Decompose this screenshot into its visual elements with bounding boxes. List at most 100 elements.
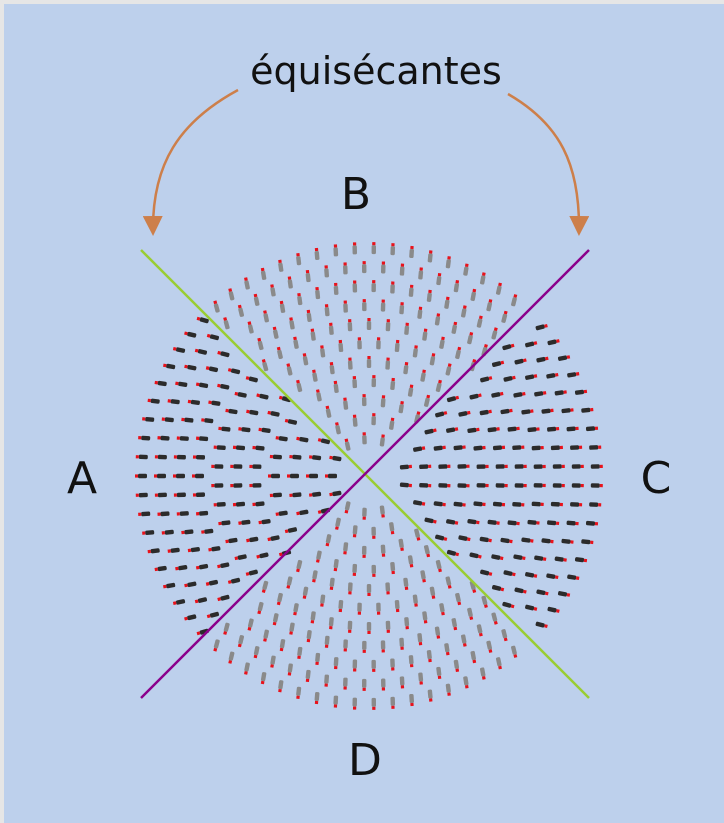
pin-mark-bottom: [324, 674, 330, 687]
pin-mark-top: [408, 284, 414, 297]
pin-mark-right: [570, 445, 583, 450]
pin-mark-left: [154, 473, 166, 479]
pin-mark-left: [194, 597, 208, 604]
pin-mark-bottom: [423, 545, 431, 558]
pin-mark-top: [347, 319, 353, 332]
pin-mark-top: [491, 327, 498, 340]
pin-mark-left: [138, 435, 151, 441]
pin-mark-right: [589, 445, 602, 450]
pin-mark-right: [525, 374, 538, 380]
pin-mark-top: [390, 243, 396, 256]
pin-mark-top: [324, 304, 330, 317]
pin-mark-left: [157, 511, 170, 517]
pin-mark-bottom: [287, 663, 293, 676]
pin-mark-top: [333, 244, 339, 257]
pin-mark-right: [491, 360, 505, 367]
pin-mark-right: [480, 376, 493, 383]
pin-mark-bottom: [343, 677, 348, 690]
pin-mark-left: [187, 399, 200, 406]
pin-mark-top: [324, 265, 330, 278]
pin-mark-right: [535, 621, 548, 629]
pin-mark-top: [329, 362, 335, 375]
pin-mark-left: [211, 464, 224, 469]
pin-mark-left: [249, 483, 262, 488]
pin-mark-right: [574, 557, 588, 563]
pin-mark-left: [245, 376, 258, 383]
pin-mark-left: [192, 473, 204, 479]
pin-mark-left: [232, 501, 246, 507]
pin-mark-bottom: [306, 630, 312, 643]
pin-mark-right: [500, 537, 513, 544]
pin-mark-right: [424, 517, 437, 524]
pin-mark-right: [531, 501, 544, 507]
pin-mark-top: [305, 269, 311, 283]
pin-mark-bottom: [481, 595, 488, 609]
pin-mark-right: [525, 572, 538, 578]
pin-mark-right: [521, 409, 534, 415]
pin-mark-left: [173, 454, 186, 460]
pin-mark-top: [302, 353, 309, 366]
pin-mark-left: [172, 599, 186, 605]
pin-mark-left: [329, 455, 342, 462]
pin-mark-bottom: [305, 669, 311, 683]
pin-mark-left: [181, 529, 194, 535]
pin-mark-left: [238, 519, 251, 525]
pin-mark-bottom: [385, 582, 391, 595]
left-arrow: [142, 88, 239, 236]
pin-mark-bottom: [366, 584, 372, 596]
pin-mark-right: [446, 549, 460, 557]
pin-mark-top: [352, 242, 357, 255]
pin-mark-bottom: [414, 528, 421, 541]
pin-mark-top: [287, 276, 293, 289]
pin-mark-left: [211, 483, 224, 488]
pin-mark-left: [217, 594, 230, 602]
sector-label-bottom: D: [348, 735, 382, 786]
pin-mark-left: [258, 427, 271, 434]
pin-mark-right: [503, 570, 516, 577]
pin-mark-left: [142, 530, 155, 536]
pin-mark-left: [267, 410, 280, 417]
pin-mark-right: [531, 445, 544, 451]
pin-mark-top: [343, 300, 348, 313]
pin-mark-right: [546, 573, 559, 580]
pin-mark-top: [389, 417, 395, 430]
pin-mark-left: [205, 579, 219, 586]
pin-mark-right: [491, 585, 505, 592]
pin-mark-left: [187, 546, 200, 553]
pin-mark-right: [534, 391, 547, 397]
pin-mark-top: [361, 394, 367, 407]
pin-mark-left: [175, 381, 188, 388]
pin-mark-left: [172, 347, 186, 353]
pin-mark-right: [533, 483, 546, 488]
pin-mark-bottom: [390, 561, 396, 575]
pin-mark-right: [590, 483, 603, 488]
pin-mark-right: [521, 537, 534, 543]
pin-mark-left: [138, 511, 151, 517]
diagonal-line-purple: [140, 249, 590, 699]
pin-mark-right: [491, 554, 504, 561]
pin-mark-left: [161, 529, 174, 535]
pin-mark-bottom: [379, 505, 385, 518]
pin-mark-left: [176, 436, 189, 441]
pin-mark-left: [287, 473, 299, 479]
pin-mark-bottom: [455, 592, 462, 606]
pin-mark-right: [502, 343, 515, 351]
pin-mark-left: [167, 399, 180, 405]
pin-mark-left: [184, 581, 197, 588]
pin-mark-right: [473, 445, 486, 451]
pin-mark-bottom: [390, 696, 396, 709]
pin-mark-right: [534, 555, 547, 561]
pin-mark-left: [176, 511, 189, 516]
pin-mark-right: [581, 539, 594, 545]
pin-mark-top: [423, 394, 431, 407]
pin-mark-bottom: [324, 635, 330, 648]
pin-mark-top: [444, 296, 450, 309]
pin-mark-top: [403, 362, 409, 375]
pin-mark-left: [173, 473, 185, 479]
pin-mark-right: [469, 393, 482, 400]
pin-mark-top: [352, 414, 358, 427]
pin-mark-top: [371, 242, 377, 255]
pin-mark-bottom: [338, 599, 344, 613]
pin-mark-bottom: [344, 501, 351, 514]
pin-mark-bottom: [279, 639, 286, 652]
